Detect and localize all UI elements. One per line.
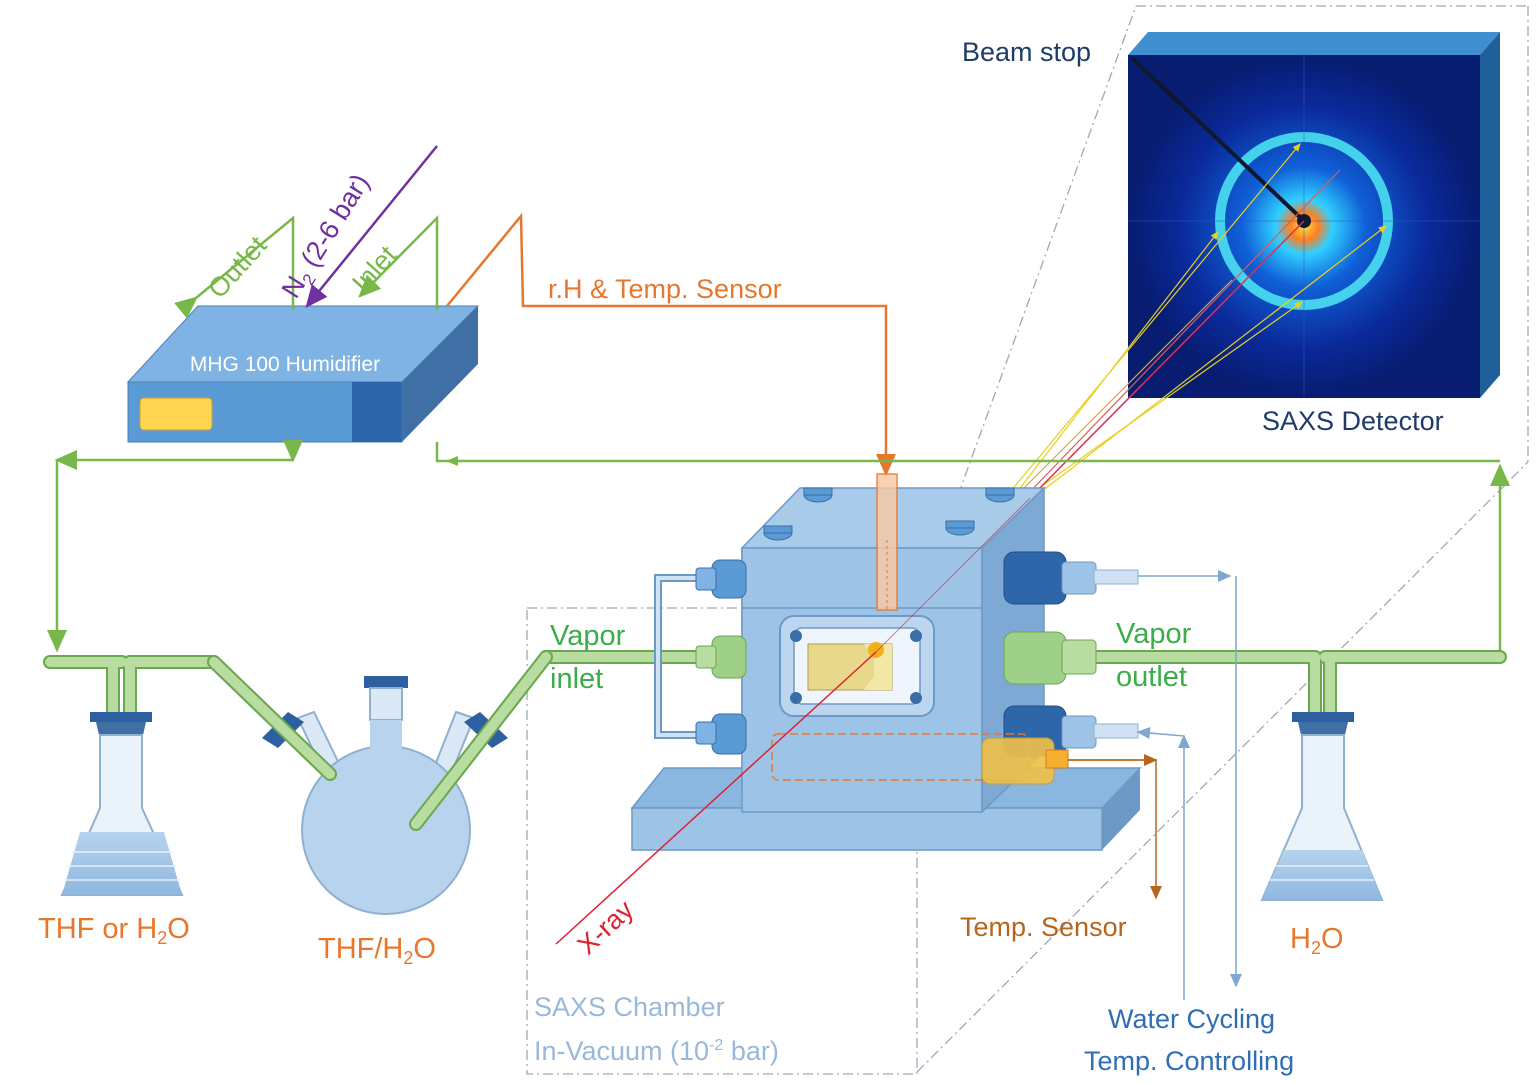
xray-beam	[555, 651, 877, 945]
humidifier-label: MHG 100 Humidifier	[190, 353, 380, 376]
saxs-chamber	[630, 473, 1142, 851]
vapor-outlet-label-2: outlet	[1116, 661, 1187, 693]
xray-label: X-ray	[572, 894, 640, 960]
right-flask	[1260, 712, 1384, 901]
humidifier-gas-lines	[174, 214, 439, 319]
saxs-detector	[1128, 32, 1500, 398]
humidifier-display	[139, 397, 213, 431]
three-neck-flask	[262, 676, 508, 915]
vapor-inlet-label-1: Vapor	[550, 620, 626, 652]
n2-arrow	[305, 145, 438, 308]
beam-stop-label: Beam stop	[962, 37, 1091, 67]
left-flask	[60, 712, 184, 896]
temp-sensor-label: Temp. Sensor	[960, 912, 1127, 942]
chamber-label-1: SAXS Chamber	[534, 992, 725, 1022]
vapor-outlet-label-1: Vapor	[1116, 618, 1192, 650]
vapor-inlet-label-2: inlet	[550, 663, 603, 695]
chamber-label-2: In-Vacuum (10-2 bar)	[534, 1036, 779, 1066]
temp-controlling-label: Temp. Controlling	[1084, 1046, 1294, 1076]
water-cycling-label: Water Cycling	[1108, 1004, 1275, 1034]
outlet-label: Outlet	[202, 230, 273, 304]
thf-h2o-label: THF/H2O	[318, 933, 436, 968]
scattered-rays	[1009, 143, 1387, 503]
humidifier-box: MHG 100 Humidifier	[126, 305, 480, 443]
inlet-arrow	[358, 214, 439, 310]
thf-or-h2o-label: THF or H2O	[38, 913, 190, 948]
rh-sensor-label: r.H & Temp. Sensor	[548, 274, 782, 304]
outlet-arrow	[174, 215, 295, 319]
h2o-label: H2O	[1290, 923, 1344, 958]
gas-loop	[47, 440, 1510, 655]
water-cycling-lines	[1136, 570, 1242, 1000]
rh-sensor-line	[446, 212, 896, 477]
left-ports	[695, 559, 747, 755]
saxs-detector-label: SAXS Detector	[1262, 406, 1444, 436]
beam-stop-arm	[1130, 56, 1306, 223]
